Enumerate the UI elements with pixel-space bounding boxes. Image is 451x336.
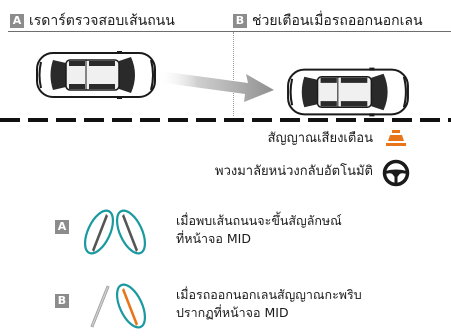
lane-marking-dashed [0, 118, 451, 122]
legend-a-tag: A [55, 220, 69, 234]
lane-detected-icon [83, 209, 147, 255]
legend-a-line1: เมื่อพบเส้นถนนจะขึ้นสัญลักษณ์ [176, 213, 342, 228]
header-section-b: B ช่วยเตือนเมื่อรถออกนอกเลน [233, 10, 423, 32]
legend-a-line2: ที่หน้าจอ MID [176, 231, 251, 246]
legend-b-text: เมื่อรถออกนอกเลนสัญญาณกะพริบ ปรากฏที่หน้… [176, 286, 362, 322]
car-icon-a [36, 51, 156, 99]
lane-departure-icon [90, 283, 147, 329]
section-a-tag: A [10, 14, 24, 28]
section-divider [233, 32, 234, 116]
steering-assist-label: พวงมาลัยหน่วงกลับอัตโนมัติ [215, 164, 373, 179]
legend-b-line1: เมื่อรถออกนอกเลนสัญญาณกะพริบ [176, 287, 362, 302]
header-section-a: A เรดาร์ตรวจสอบเส้นถนน [10, 10, 175, 32]
sound-alert-label: สัญญาณเสียงเตือน [267, 131, 373, 146]
legend-a-text: เมื่อพบเส้นถนนจะขึ้นสัญลักษณ์ ที่หน้าจอ … [176, 212, 342, 248]
legend-b-line2: ปรากฏที่หน้าจอ MID [176, 305, 289, 320]
movement-arrow [157, 71, 274, 102]
warning-sound-icon [386, 130, 406, 146]
section-b-tag: B [233, 14, 247, 28]
legend-b-tag: B [55, 294, 69, 308]
section-a-title: เรดาร์ตรวจสอบเส้นถนน [29, 13, 175, 29]
car-icon-b [287, 67, 409, 117]
header-underline [8, 31, 451, 32]
section-b-title: ช่วยเตือนเมื่อรถออกนอกเลน [252, 13, 423, 29]
steering-wheel-icon [382, 159, 410, 187]
